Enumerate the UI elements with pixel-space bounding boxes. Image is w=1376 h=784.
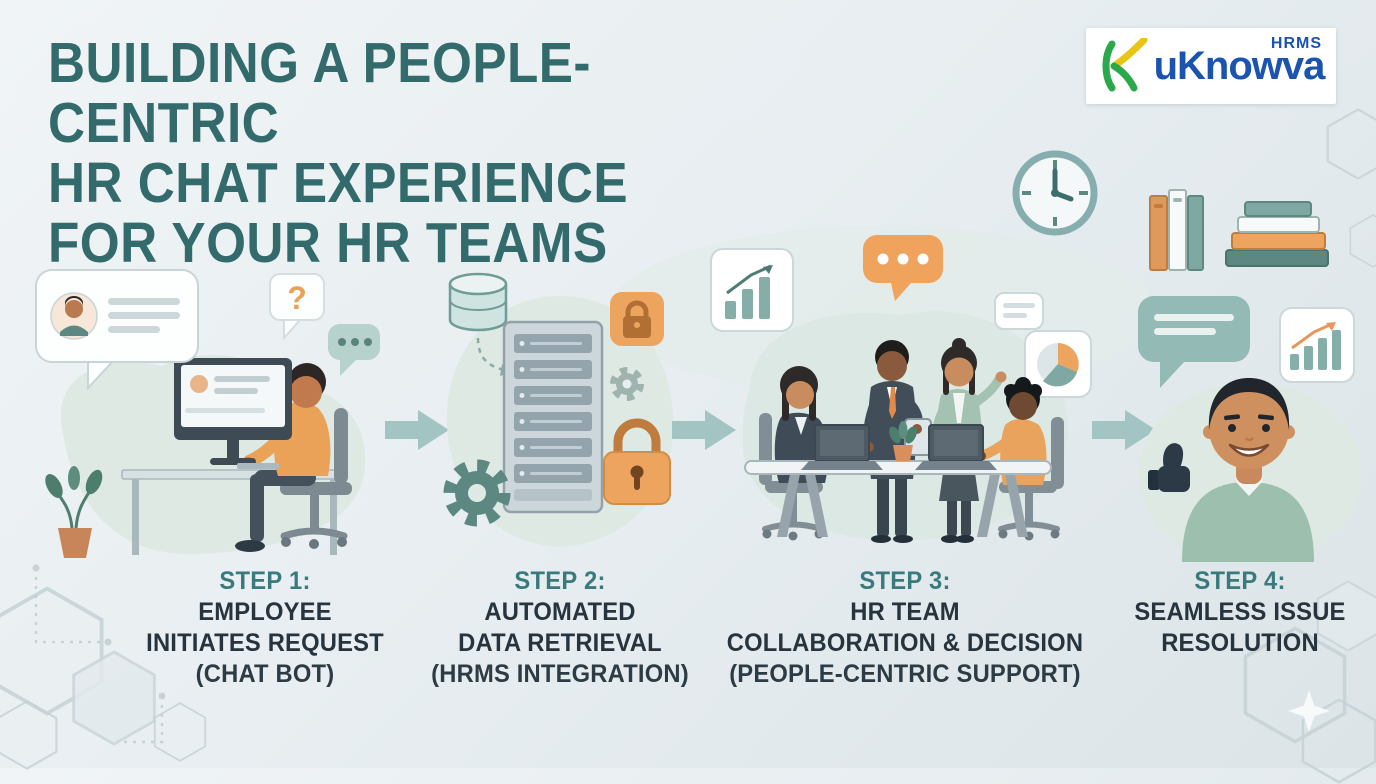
hexagon-pattern xyxy=(153,702,207,762)
step4-label: STEP 4: SEAMLESS ISSUE RESOLUTION xyxy=(1112,566,1369,659)
stacked-books xyxy=(1225,201,1329,267)
uknowva-logo-icon xyxy=(1102,38,1148,92)
logo-brand-text: uKnowva xyxy=(1153,43,1326,88)
step4-line: SEAMLESS ISSUE xyxy=(1134,598,1346,626)
clock-icon xyxy=(1012,150,1098,236)
hexagon-pattern xyxy=(1316,580,1376,652)
title-line: HR CHAT EXPERIENCE xyxy=(48,150,629,215)
lock-icon xyxy=(603,418,671,505)
question-mark: ? xyxy=(287,280,307,316)
step3-title: STEP 3: xyxy=(859,567,951,595)
office-chair xyxy=(280,408,352,549)
upright-books xyxy=(1149,189,1204,271)
step2-title: STEP 2: xyxy=(514,567,606,595)
logo-product-text: HRMS xyxy=(1270,35,1322,52)
step2-illustration xyxy=(443,272,674,547)
step3-line: COLLABORATION & DECISION xyxy=(726,629,1084,657)
title-line: BUILDING A PEOPLE-CENTRIC xyxy=(48,31,591,155)
circuit-lines xyxy=(32,564,166,744)
chat-bubble-icon xyxy=(35,269,199,391)
step1-line: EMPLOYEE xyxy=(198,598,332,626)
title-line: FOR YOUR HR TEAMS xyxy=(48,210,608,275)
step3-label: STEP 3: HR TEAM COLLABORATION & DECISION… xyxy=(720,566,1091,690)
seated-hr-man xyxy=(976,377,1047,485)
bar-chart-icon xyxy=(1279,307,1355,383)
hexagon-pattern xyxy=(72,650,156,746)
uknowva-logo: uKnowva HRMS xyxy=(1086,28,1336,104)
step4-title: STEP 4: xyxy=(1194,567,1286,595)
typing-dots-bubble-icon xyxy=(863,235,943,301)
plant-icon xyxy=(889,421,917,461)
hexagon-pattern xyxy=(1349,214,1376,268)
plant-icon xyxy=(45,466,103,558)
hexagon-pattern xyxy=(1326,108,1376,180)
step3-line: (PEOPLE-CENTRIC SUPPORT) xyxy=(729,660,1081,688)
step3-line: HR TEAM xyxy=(850,598,960,626)
pie-chart-icon xyxy=(1024,330,1092,398)
step1-line: (CHAT BOT) xyxy=(195,660,335,688)
chat-bubble-icon xyxy=(994,292,1044,330)
step1-illustration: ? xyxy=(35,269,380,558)
flow-arrow-icon xyxy=(672,410,736,450)
resolved-employee xyxy=(1182,378,1314,562)
gear-small-icon xyxy=(610,367,644,401)
step3-illustration xyxy=(710,235,1092,543)
step2-line: DATA RETRIEVAL xyxy=(458,629,662,657)
books-icon xyxy=(1149,189,1329,271)
lock-badge-icon xyxy=(610,292,664,346)
flow-arrow-icon xyxy=(1092,410,1156,450)
step1-label: STEP 1: EMPLOYEE INITIATES REQUEST (CHAT… xyxy=(104,566,427,690)
server-icon xyxy=(502,320,604,514)
page-title: BUILDING A PEOPLE-CENTRIC HR CHAT EXPERI… xyxy=(48,31,768,275)
step1-title: STEP 1: xyxy=(219,567,311,595)
step2-line: AUTOMATED xyxy=(484,598,636,626)
step4-line: RESOLUTION xyxy=(1161,629,1319,657)
step1-line: INITIATES REQUEST xyxy=(146,629,384,657)
step2-line: (HRMS INTEGRATION) xyxy=(431,660,689,688)
typing-dots-icon xyxy=(328,324,380,376)
monitor-icon xyxy=(174,358,292,465)
hexagon-pattern xyxy=(1243,626,1347,744)
bar-chart-icon xyxy=(710,248,794,332)
thumbs-up-icon xyxy=(1148,443,1190,492)
gear-icon xyxy=(443,459,511,527)
step2-label: STEP 2: AUTOMATED DATA RETRIEVAL (HRMS I… xyxy=(427,566,693,690)
keyboard-icon xyxy=(237,463,279,469)
chat-bubble-icon xyxy=(1138,296,1250,388)
step4-illustration xyxy=(1138,296,1362,562)
database-icon xyxy=(448,272,508,332)
laptop-icon xyxy=(915,424,997,470)
question-bubble-icon: ? xyxy=(269,273,325,341)
flow-arrow-icon xyxy=(385,410,449,450)
laptop-icon xyxy=(801,424,883,470)
sparkle-icon xyxy=(1288,690,1330,732)
